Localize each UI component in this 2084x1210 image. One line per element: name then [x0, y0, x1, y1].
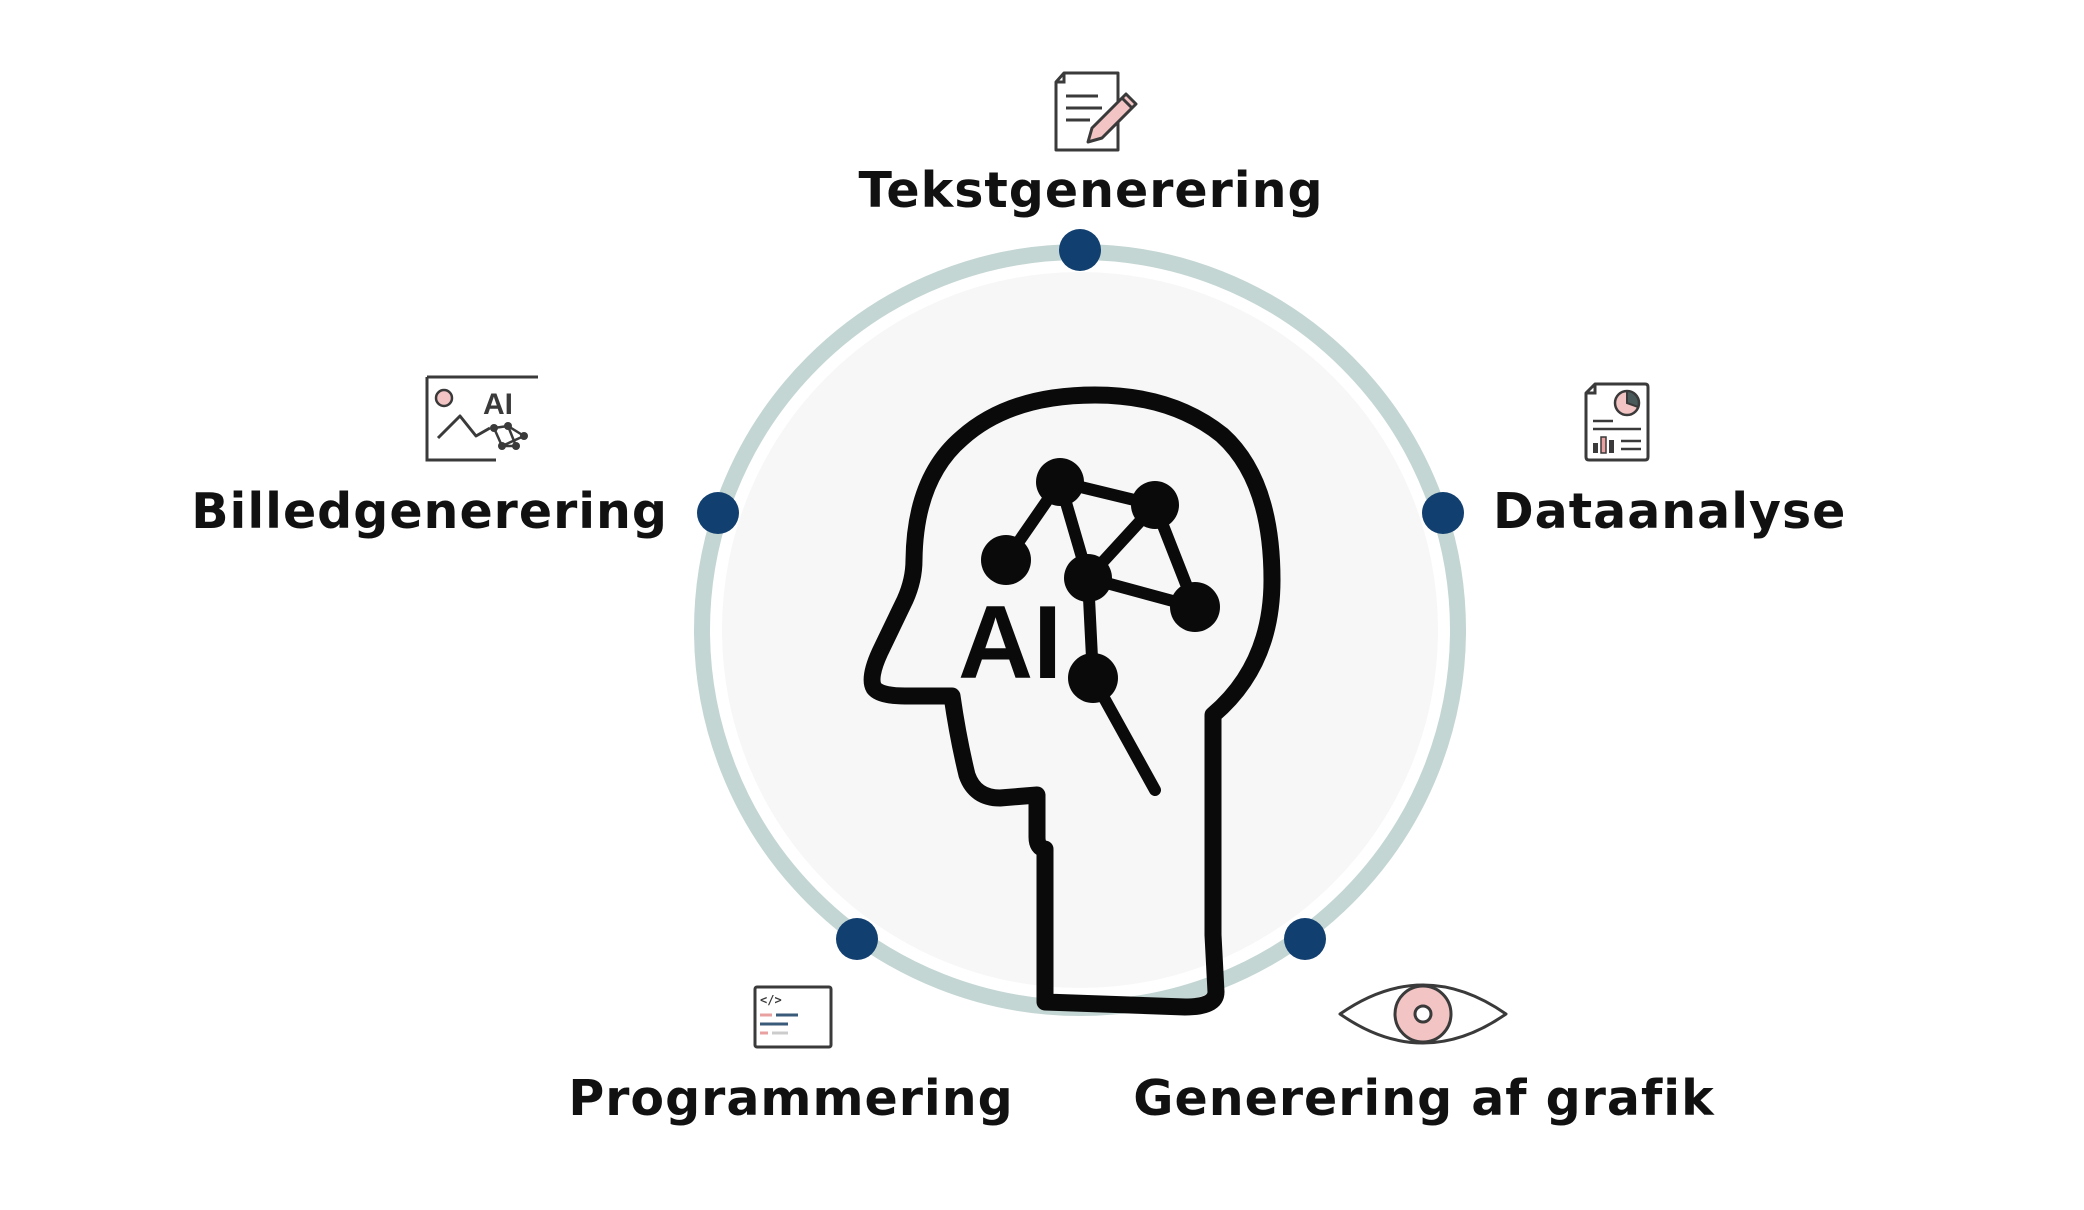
svg-text:</>: </> [760, 993, 782, 1007]
node-tekstgenerering[interactable] [1059, 229, 1101, 271]
svg-text:AI: AI [483, 388, 513, 421]
label-tekstgenerering: Tekstgenerering [858, 162, 1324, 219]
code-window-icon: </> [753, 985, 833, 1049]
node-generering-af-grafik[interactable] [1284, 918, 1326, 960]
label-generering-af-grafik: Generering af grafik [1133, 1070, 1715, 1127]
inner-disc [722, 272, 1438, 988]
label-billedgenerering: Billedgenerering [191, 483, 668, 540]
eye-icon [1338, 983, 1508, 1045]
label-dataanalyse: Dataanalyse [1493, 483, 1847, 540]
node-billedgenerering[interactable] [697, 492, 739, 534]
label-programmering: Programmering [568, 1070, 1014, 1127]
ai-head-network-icon: AI [863, 386, 1281, 1016]
node-dataanalyse[interactable] [1422, 492, 1464, 534]
report-chart-icon [1584, 382, 1650, 462]
node-programmering[interactable] [836, 918, 878, 960]
center-ai-label: AI [958, 585, 1062, 701]
ai-image-icon: AI [425, 375, 538, 462]
document-pencil-icon [1054, 71, 1138, 152]
